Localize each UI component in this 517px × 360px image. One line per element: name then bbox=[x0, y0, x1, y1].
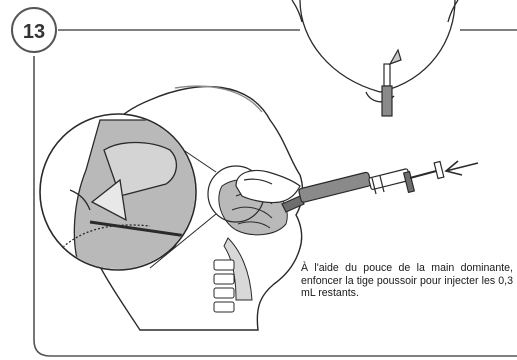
arrow-left-icon bbox=[446, 161, 478, 175]
syringe bbox=[282, 162, 444, 212]
step-badge: 13 bbox=[12, 8, 56, 52]
instruction-text: À l'aide du pouce de la main dominante, … bbox=[301, 262, 513, 300]
head-top-view bbox=[292, 0, 458, 102]
step-number: 13 bbox=[23, 21, 45, 43]
